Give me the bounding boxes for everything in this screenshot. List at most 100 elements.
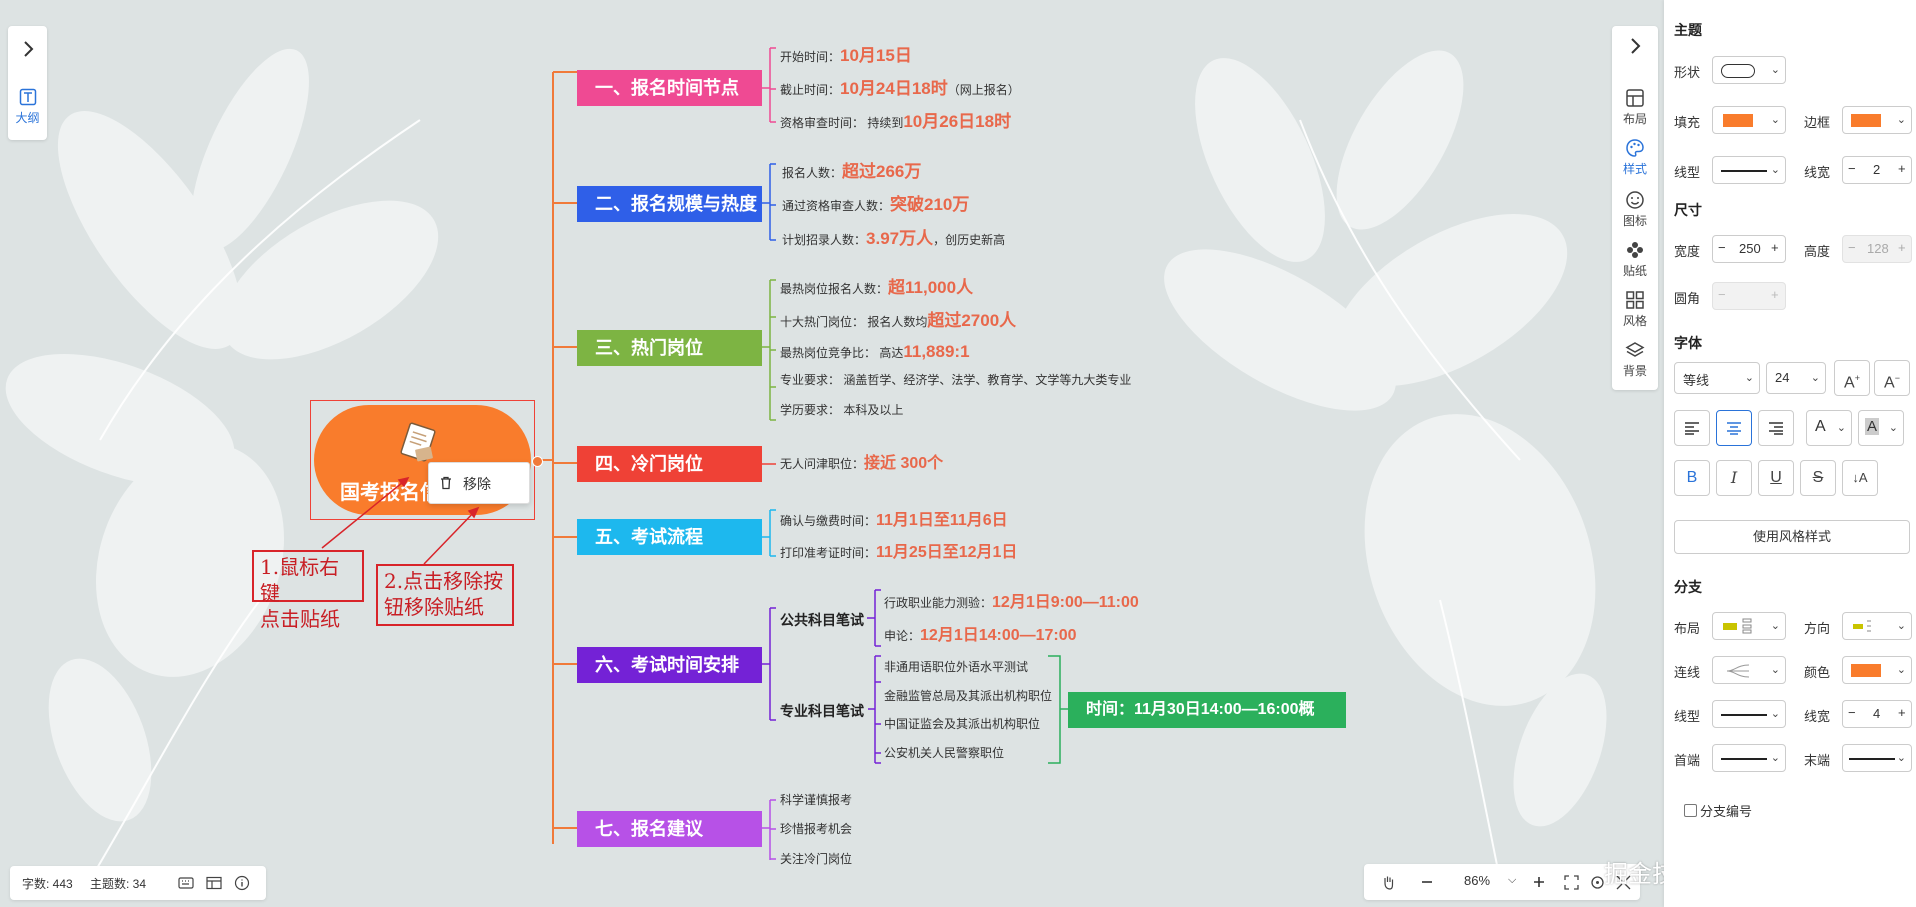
border-color-select[interactable]: ⌄ [1842, 106, 1912, 134]
t1-item-3[interactable]: 资格审查时间： 持续到10月26日18时 [780, 112, 1012, 131]
t6-major-item-2[interactable]: 金融监管总局及其派出机构职位 [884, 689, 1053, 703]
toolbar-style[interactable]: 样式 [1612, 138, 1658, 177]
hand-icon[interactable] [1380, 874, 1396, 890]
toolbar-layout[interactable]: 布局 [1612, 88, 1658, 127]
font-family-select[interactable]: 等线 ⌄ [1674, 362, 1760, 394]
branch-line-width-stepper[interactable]: − 4 + [1842, 700, 1912, 728]
t3-item-5[interactable]: 学历要求： 本科及以上 [780, 403, 904, 417]
outline-button[interactable]: 大纲 [8, 88, 47, 126]
use-style-button[interactable]: 使用风格样式 [1674, 520, 1910, 554]
t6-major-item-3[interactable]: 中国证监会及其派出机构职位 [884, 717, 1041, 731]
topic-2[interactable]: 二、报名规模与热度 [577, 186, 762, 222]
chevron-down-icon: ⌄ [1770, 664, 1780, 676]
branch-line-width-value[interactable]: 4 [1873, 706, 1881, 721]
align-left-button[interactable] [1674, 410, 1710, 446]
plus-icon[interactable]: + [1898, 705, 1906, 720]
t6-public-item-2[interactable]: 申论：12月1日14:00—17:00 [884, 627, 1077, 644]
plus-icon[interactable]: + [1898, 161, 1906, 176]
font-increase-button[interactable]: A+ [1834, 360, 1870, 396]
t6-major-item-4[interactable]: 公安机关人民警察职位 [884, 746, 1005, 760]
locate-icon[interactable] [1590, 875, 1605, 890]
plus-icon[interactable]: + [1771, 240, 1779, 255]
end-cap-select[interactable]: ⌄ [1842, 744, 1912, 772]
t4-item-1[interactable]: 无人问津职位：接近 300个 [780, 455, 944, 472]
topic-5[interactable]: 五、考试流程 [577, 519, 762, 555]
fullscreen-icon[interactable] [1616, 875, 1631, 890]
border-color-swatch [1851, 114, 1881, 127]
t3-item-1[interactable]: 最热岗位报名人数：超11,000人 [780, 278, 974, 297]
keyboard-icon[interactable] [178, 876, 194, 890]
zoom-dropdown-icon[interactable]: ⌵ [1508, 874, 1517, 886]
t6-summary-node[interactable]: 时间：11月30日14:00—16:00概 [1068, 692, 1346, 728]
height-stepper: − 128 + [1842, 235, 1912, 263]
text-highlight-select[interactable]: A ⌄ [1858, 410, 1904, 446]
expand-left-button[interactable] [8, 34, 47, 64]
connector-handle[interactable] [532, 456, 543, 467]
underline-button[interactable]: U [1758, 460, 1794, 496]
remove-sticker-button[interactable]: 移除 [429, 463, 529, 503]
align-right-button[interactable] [1758, 410, 1794, 446]
topic-1[interactable]: 一、报名时间节点 [577, 70, 762, 106]
width-value[interactable]: 250 [1739, 241, 1761, 256]
shape-select[interactable]: ⌄ [1712, 56, 1786, 84]
t3-item-4[interactable]: 专业要求： 涵盖哲学、经济学、法学、教育学、文学等九大类专业 [780, 373, 1132, 387]
text-direction-button[interactable]: ↓A [1842, 460, 1878, 496]
toolbar-sticker[interactable]: 贴纸 [1612, 240, 1658, 279]
height-value: 128 [1867, 241, 1889, 256]
align-center-button[interactable] [1716, 410, 1752, 446]
t7-item-1[interactable]: 科学谨慎报考 [780, 793, 853, 807]
line-type-select[interactable]: ⌄ [1712, 156, 1786, 184]
t3-item-2[interactable]: 十大热门岗位： 报名人数均超过2700人 [780, 311, 1017, 330]
t7-item-2[interactable]: 珍惜报考机会 [780, 822, 853, 836]
t2-item-3[interactable]: 计划招录人数：3.97万人，创历史新高 [782, 229, 1006, 248]
connector-select[interactable]: ⌄ [1712, 656, 1786, 684]
toolbar-theme[interactable]: 风格 [1612, 290, 1658, 329]
t6-public-subtopic[interactable]: 公共科目笔试 [780, 612, 864, 628]
t2-item-2[interactable]: 通过资格审查人数：突破210万 [782, 195, 970, 214]
line-width-stepper[interactable]: − 2 + [1842, 156, 1912, 184]
font-size-select[interactable]: 24 ⌄ [1766, 362, 1826, 394]
branch-numbering-checkbox[interactable] [1684, 804, 1697, 817]
branch-direction-select[interactable]: ⌄ [1842, 612, 1912, 640]
zoom-in-icon[interactable] [1532, 875, 1546, 889]
fill-color-select[interactable]: ⌄ [1712, 106, 1786, 134]
zoom-out-icon[interactable] [1420, 875, 1434, 889]
start-cap-select[interactable]: ⌄ [1712, 744, 1786, 772]
info-icon[interactable] [234, 875, 250, 891]
strikethrough-button[interactable]: S [1800, 460, 1836, 496]
fit-screen-icon[interactable] [1564, 875, 1579, 890]
branch-layout-select[interactable]: ⌄ [1712, 612, 1786, 640]
minus-icon[interactable]: − [1848, 705, 1856, 720]
document-sticker-icon[interactable] [396, 422, 442, 466]
t1-item-2[interactable]: 截止时间：10月24日18时（网上报名） [780, 79, 1020, 98]
topic-3[interactable]: 三、热门岗位 [577, 330, 762, 366]
italic-button[interactable]: I [1716, 460, 1752, 496]
topic-6[interactable]: 六、考试时间安排 [577, 647, 762, 683]
t5-item-1[interactable]: 确认与缴费时间：11月1日至11月6日 [780, 512, 1008, 529]
text-color-select[interactable]: A ⌄ [1806, 410, 1852, 446]
t7-item-3[interactable]: 关注冷门岗位 [780, 852, 853, 866]
font-decrease-button[interactable]: A− [1874, 360, 1910, 396]
t1-item-1[interactable]: 开始时间：10月15日 [780, 46, 912, 65]
width-stepper[interactable]: − 250 + [1712, 235, 1786, 263]
branch-color-select[interactable]: ⌄ [1842, 656, 1912, 684]
t5-item-2[interactable]: 打印准考证时间：11月25日至12月1日 [780, 544, 1018, 561]
t2-item-1[interactable]: 报名人数：超过266万 [782, 162, 922, 181]
branch-line-type-select[interactable]: ⌄ [1712, 700, 1786, 728]
t6-public-item-1[interactable]: 行政职业能力测验：12月1日9:00—11:00 [884, 594, 1139, 611]
minimap-icon[interactable] [206, 876, 222, 890]
minus-icon[interactable]: − [1718, 240, 1726, 255]
toolbar-background[interactable]: 背景 [1612, 340, 1658, 379]
toolbar-icon[interactable]: 图标 [1612, 190, 1658, 229]
t3-item-3[interactable]: 最热岗位竞争比： 高达11,889:1 [780, 342, 970, 361]
collapse-right-button[interactable] [1612, 36, 1658, 61]
topic-7[interactable]: 七、报名建议 [577, 811, 762, 847]
topic-4[interactable]: 四、冷门岗位 [577, 446, 762, 482]
direction-label: 方向 [1804, 621, 1831, 636]
bold-button[interactable]: B [1674, 460, 1710, 496]
minus-icon[interactable]: − [1848, 161, 1856, 176]
line-width-value[interactable]: 2 [1873, 162, 1881, 177]
zoom-level[interactable]: 86% [1464, 873, 1491, 888]
t6-major-subtopic[interactable]: 专业科目笔试 [780, 703, 864, 719]
t6-major-item-1[interactable]: 非通用语职位外语水平测试 [884, 660, 1029, 674]
